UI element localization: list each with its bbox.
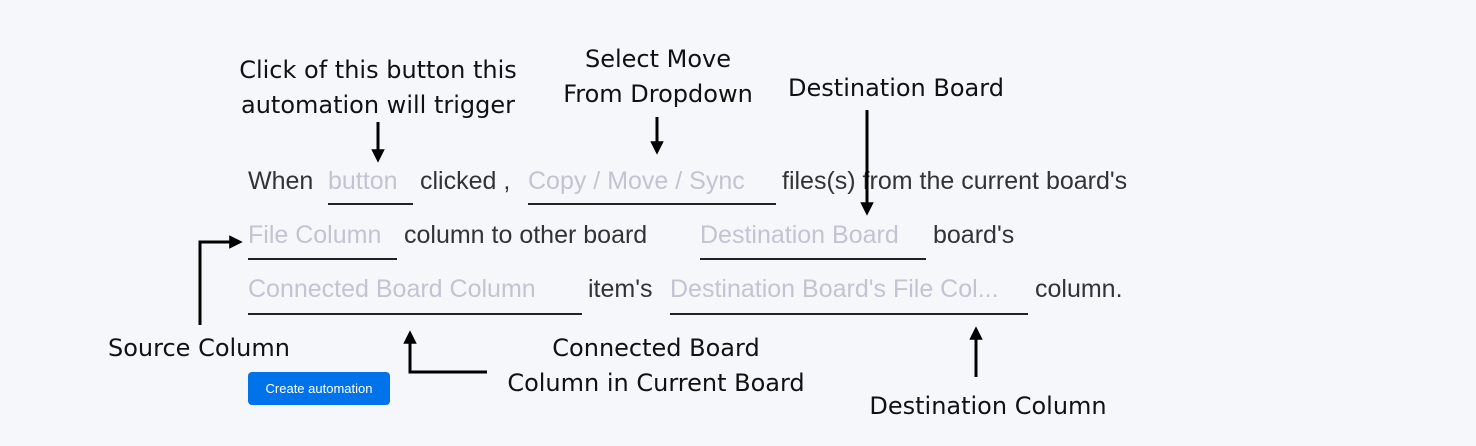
destination-column-underline	[670, 313, 1028, 315]
sentence-column-to-other: column to other board	[404, 221, 648, 249]
source-column-select[interactable]: File Column	[248, 221, 382, 249]
arrow-source-column	[198, 235, 243, 325]
annotation-destination-column: Destination Column	[869, 392, 1107, 420]
create-automation-button[interactable]: Create automation	[248, 372, 390, 405]
annotation-connected-line1: Connected Board	[552, 334, 760, 362]
annotation-destination-board: Destination Board	[788, 74, 1004, 102]
sentence-when: When	[248, 167, 314, 195]
annotation-source-column: Source Column	[108, 334, 290, 362]
source-column-underline	[248, 258, 397, 260]
annotation-select-move: Select Move From Dropdown	[548, 42, 768, 112]
annotation-trigger-line2: automation will trigger	[240, 91, 515, 119]
destination-board-underline	[700, 258, 926, 260]
annotation-select-line2: From Dropdown	[563, 80, 753, 108]
trigger-select-underline	[328, 203, 413, 205]
annotation-connected-board: Connected Board Column in Current Board	[496, 331, 816, 401]
sentence-items: item's	[588, 275, 653, 303]
annotation-select-line1: Select Move	[584, 45, 732, 73]
sentence-boards: board's	[933, 221, 1015, 249]
annotation-connected-line2: Column in Current Board	[507, 369, 805, 397]
annotation-trigger: Click of this button this automation wil…	[228, 53, 528, 123]
action-dropdown[interactable]: Copy / Move / Sync	[528, 167, 745, 195]
sentence-clicked: clicked ,	[420, 167, 511, 195]
destination-board-select[interactable]: Destination Board	[700, 221, 899, 249]
sentence-column-end: column.	[1035, 275, 1123, 303]
action-dropdown-underline	[528, 203, 776, 205]
connected-column-underline	[248, 313, 582, 315]
trigger-button-select[interactable]: button	[328, 167, 398, 195]
annotation-trigger-line1: Click of this button this	[239, 56, 517, 84]
sentence-files-from: files(s) from the current board's	[782, 167, 1128, 195]
connected-board-column-select[interactable]: Connected Board Column	[248, 275, 536, 303]
arrow-connected-column	[403, 330, 487, 374]
destination-column-select[interactable]: Destination Board's File Col...	[670, 275, 999, 303]
